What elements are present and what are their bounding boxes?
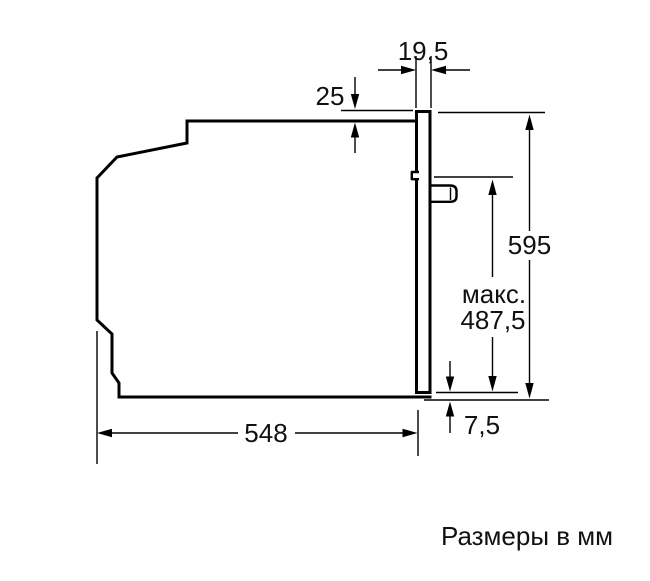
arrowhead-down	[525, 383, 534, 399]
dim-label-front-height: 595	[508, 230, 551, 260]
dim-front-height: 595	[438, 111, 551, 399]
arrowhead-down	[445, 376, 455, 392]
panel-flange	[410, 170, 419, 181]
front-panel	[415, 110, 432, 394]
arrowhead-up	[525, 114, 534, 130]
dim-max-height: макс. 487,5	[434, 176, 526, 392]
dim-label-bottom-overhang: 7,5	[464, 410, 500, 440]
arrowhead-left	[97, 428, 112, 438]
arrowhead-down	[350, 94, 360, 109]
door-handle	[428, 184, 458, 203]
door-handle-outline	[428, 184, 458, 203]
arrowhead-right	[402, 428, 418, 438]
dim-top-clearance: 25	[316, 77, 413, 153]
dim-label-door-thickness: 19,5	[398, 36, 449, 66]
arrowhead-up	[445, 401, 455, 417]
units-note: Размеры в мм	[441, 521, 613, 551]
dim-body-depth: 548	[96, 331, 419, 464]
arrowhead-right	[401, 65, 416, 75]
dim-bottom-overhang: 7,5	[424, 361, 549, 440]
arrowhead-up	[488, 179, 497, 195]
oven-body-outline	[95, 119, 432, 399]
dim-label-max-prefix: макс.	[462, 279, 526, 309]
dim-label-top-clearance: 25	[316, 81, 345, 111]
dim-label-max-value: 487,5	[460, 305, 525, 335]
arrowhead-left	[431, 65, 446, 75]
arrowhead-up	[350, 122, 360, 138]
arrowhead-down	[488, 376, 497, 392]
dim-label-body-depth: 548	[244, 418, 287, 448]
dim-door-thickness: 19,5	[378, 36, 470, 108]
